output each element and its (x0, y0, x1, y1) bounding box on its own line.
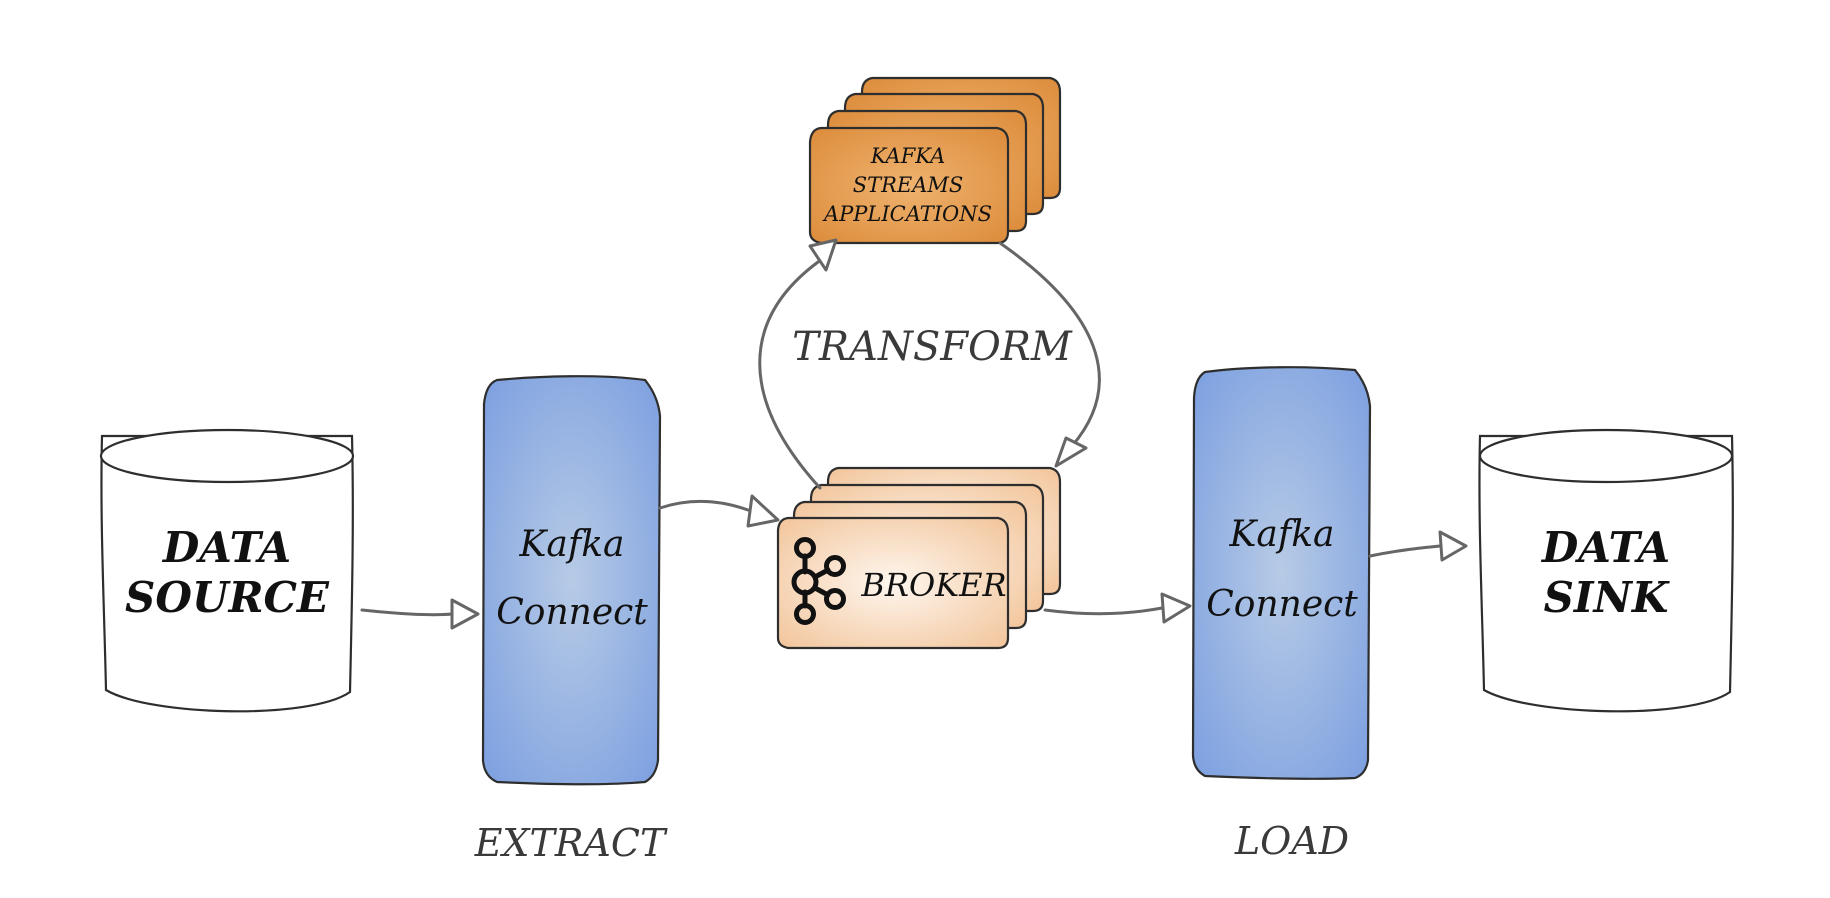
stage-label-transform: TRANSFORM (792, 324, 1073, 370)
arrow-connect-to-sink (1368, 530, 1468, 562)
arrow-broker-to-load-connect (1043, 592, 1192, 624)
kafka-connect-load-line1: Kafka (1229, 514, 1335, 555)
broker-card-front (776, 516, 1010, 650)
kafka-connect-extract: Kafka Connect (481, 375, 662, 786)
data-source-top (99, 428, 355, 484)
kafka-connect-load: Kafka Connect (1191, 366, 1372, 780)
streams-label-line1: KAFKA (870, 144, 946, 168)
kafka-connect-extract-line1: Kafka (519, 524, 625, 565)
data-sink-label-line1: DATA (1541, 523, 1670, 572)
kafka-connect-load-line2: Connect (1206, 584, 1358, 625)
arrow-broker-to-streams (758, 238, 838, 490)
streams-label-line3: APPLICATIONS (822, 202, 992, 226)
streams-label-line2: STREAMS (853, 173, 964, 197)
arrow-streams-to-broker (998, 241, 1101, 468)
data-sink-label-line2: SINK (1544, 573, 1670, 622)
kafka-logo-icon (791, 537, 846, 625)
kafka-streams-stack: KAFKA STREAMS APPLICATIONS (808, 76, 1062, 245)
arrow-source-to-connect (360, 598, 480, 630)
kafka-connect-extract-box (481, 375, 662, 786)
streams-card-front (808, 126, 1010, 245)
kafka-connect-extract-line2: Connect (496, 592, 648, 633)
stage-label-extract: EXTRACT (474, 821, 668, 865)
data-source-label-line2: SOURCE (125, 573, 330, 622)
data-sink-body (1478, 434, 1734, 713)
broker-label: BROKER (860, 566, 1006, 604)
arrow-connect-to-broker (658, 494, 780, 528)
broker-stack: BROKER (776, 466, 1062, 650)
data-source-cylinder: DATA SOURCE (99, 428, 355, 713)
data-source-label-line1: DATA (162, 523, 291, 572)
data-sink-top (1478, 428, 1734, 484)
data-source-body (100, 434, 354, 713)
data-sink-cylinder: DATA SINK (1478, 428, 1734, 713)
kafka-connect-load-box (1191, 366, 1372, 780)
stage-label-load: LOAD (1234, 819, 1349, 863)
